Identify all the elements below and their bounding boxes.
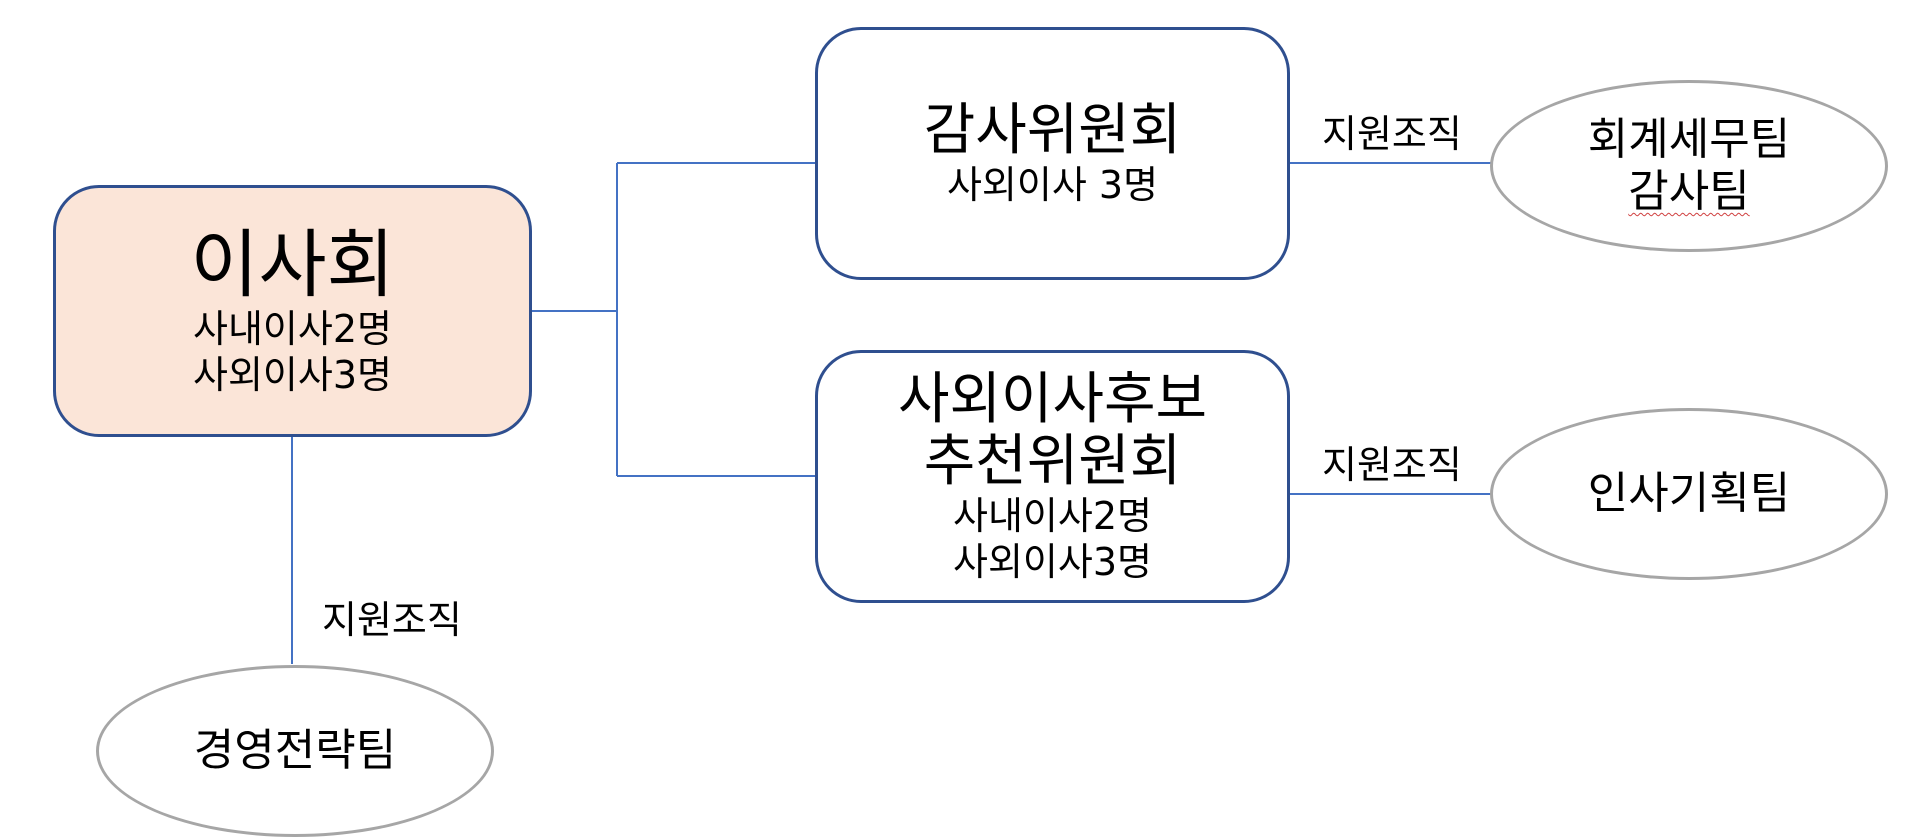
support-unit-audit: 회계세무팀 감사팀 [1490,80,1888,252]
support-unit-audit-line-1: 회계세무팀 [1587,114,1791,165]
nomination-committee-title-1: 사외이사후보 [897,366,1208,432]
audit-committee-title: 감사위원회 [923,97,1182,163]
support-label-board: 지원조직 [322,598,462,642]
nomination-committee-line-1: 사내이사2명 [953,493,1152,538]
support-unit-nomination-line-1: 인사기획팀 [1587,468,1791,519]
support-unit-nomination: 인사기획팀 [1490,408,1888,580]
board-box: 이사회 사내이사2명 사외이사3명 [53,185,532,437]
board-title: 이사회 [190,222,395,308]
support-unit-board: 경영전략팀 [96,665,494,837]
nomination-committee-box: 사외이사후보 추천위원회 사내이사2명 사외이사3명 [815,350,1290,603]
nomination-committee-title-2: 추천위원회 [923,428,1182,494]
audit-committee-line-1: 사외이사 3명 [946,162,1159,207]
support-label-audit: 지원조직 [1322,112,1462,156]
support-unit-board-line-1: 경영전략팀 [193,725,397,776]
board-to-committees-connector [532,162,815,477]
support-unit-audit-line-2: 감사팀 [1628,166,1750,217]
nomination-committee-line-2: 사외이사3명 [953,539,1152,584]
support-label-nomination: 지원조직 [1322,443,1462,487]
board-line-2: 사외이사3명 [193,353,392,397]
audit-committee-box: 감사위원회 사외이사 3명 [815,27,1290,280]
board-line-1: 사내이사2명 [193,307,392,351]
